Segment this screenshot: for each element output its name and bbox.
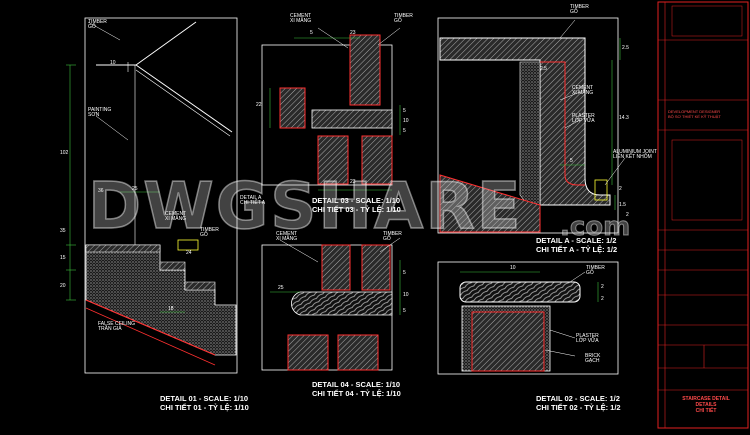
d1-dim-36: 36 [98,188,104,194]
d1-dim-18: 18 [168,306,174,312]
d1-dim-15: 15 [60,255,66,261]
d2-dim-2b: 2 [601,296,604,302]
d3-dim-10: 10 [403,118,409,124]
d3-dim-5: 5 [310,30,313,36]
title-block-frame [657,1,749,429]
d2-dim-2: 2 [601,284,604,290]
d1-dim-24: 24 [186,250,192,256]
da-dim-2-5: 2.5 [622,45,629,51]
d3-dim-22: 22 [256,102,262,108]
detail-01-drawing [66,17,238,374]
d1-dim-25: 25 [132,186,138,192]
d4-dim-5b: 5 [403,308,406,314]
detail-04-drawing [261,237,401,371]
d1-dim-20: 20 [60,283,66,289]
detail-02-drawing [437,261,619,375]
d3-dim-23b: 23 [350,179,356,185]
d4-dim-25: 25 [278,285,284,291]
d1-dim-102: 102 [60,150,69,156]
detail-03-drawing [261,27,401,191]
d3-dim-5c: 5 [403,128,406,134]
d1-dim-35: 35 [60,228,66,234]
d3-dim-23: 23 [350,30,356,36]
da-dim-2: 2 [619,186,622,192]
da-dim-2-5b: 2.5 [540,66,547,72]
d3-dim-5b: 5 [403,108,406,114]
da-dim-1-5: 1.5 [619,202,626,208]
da-dim-14-3: 14.3 [619,115,629,121]
da-dim-2b: 2 [626,212,629,218]
da-dim-5: 5 [570,158,573,164]
detail-a-drawing [437,17,626,234]
d4-dim-10: 10 [403,292,409,298]
d2-dim-10: 10 [510,265,516,271]
d4-dim-5: 5 [403,270,406,276]
d1-dim-10: 10 [110,60,116,66]
watermark-suffix: .com [559,212,631,243]
watermark-text: DWGSHARE [87,169,523,245]
